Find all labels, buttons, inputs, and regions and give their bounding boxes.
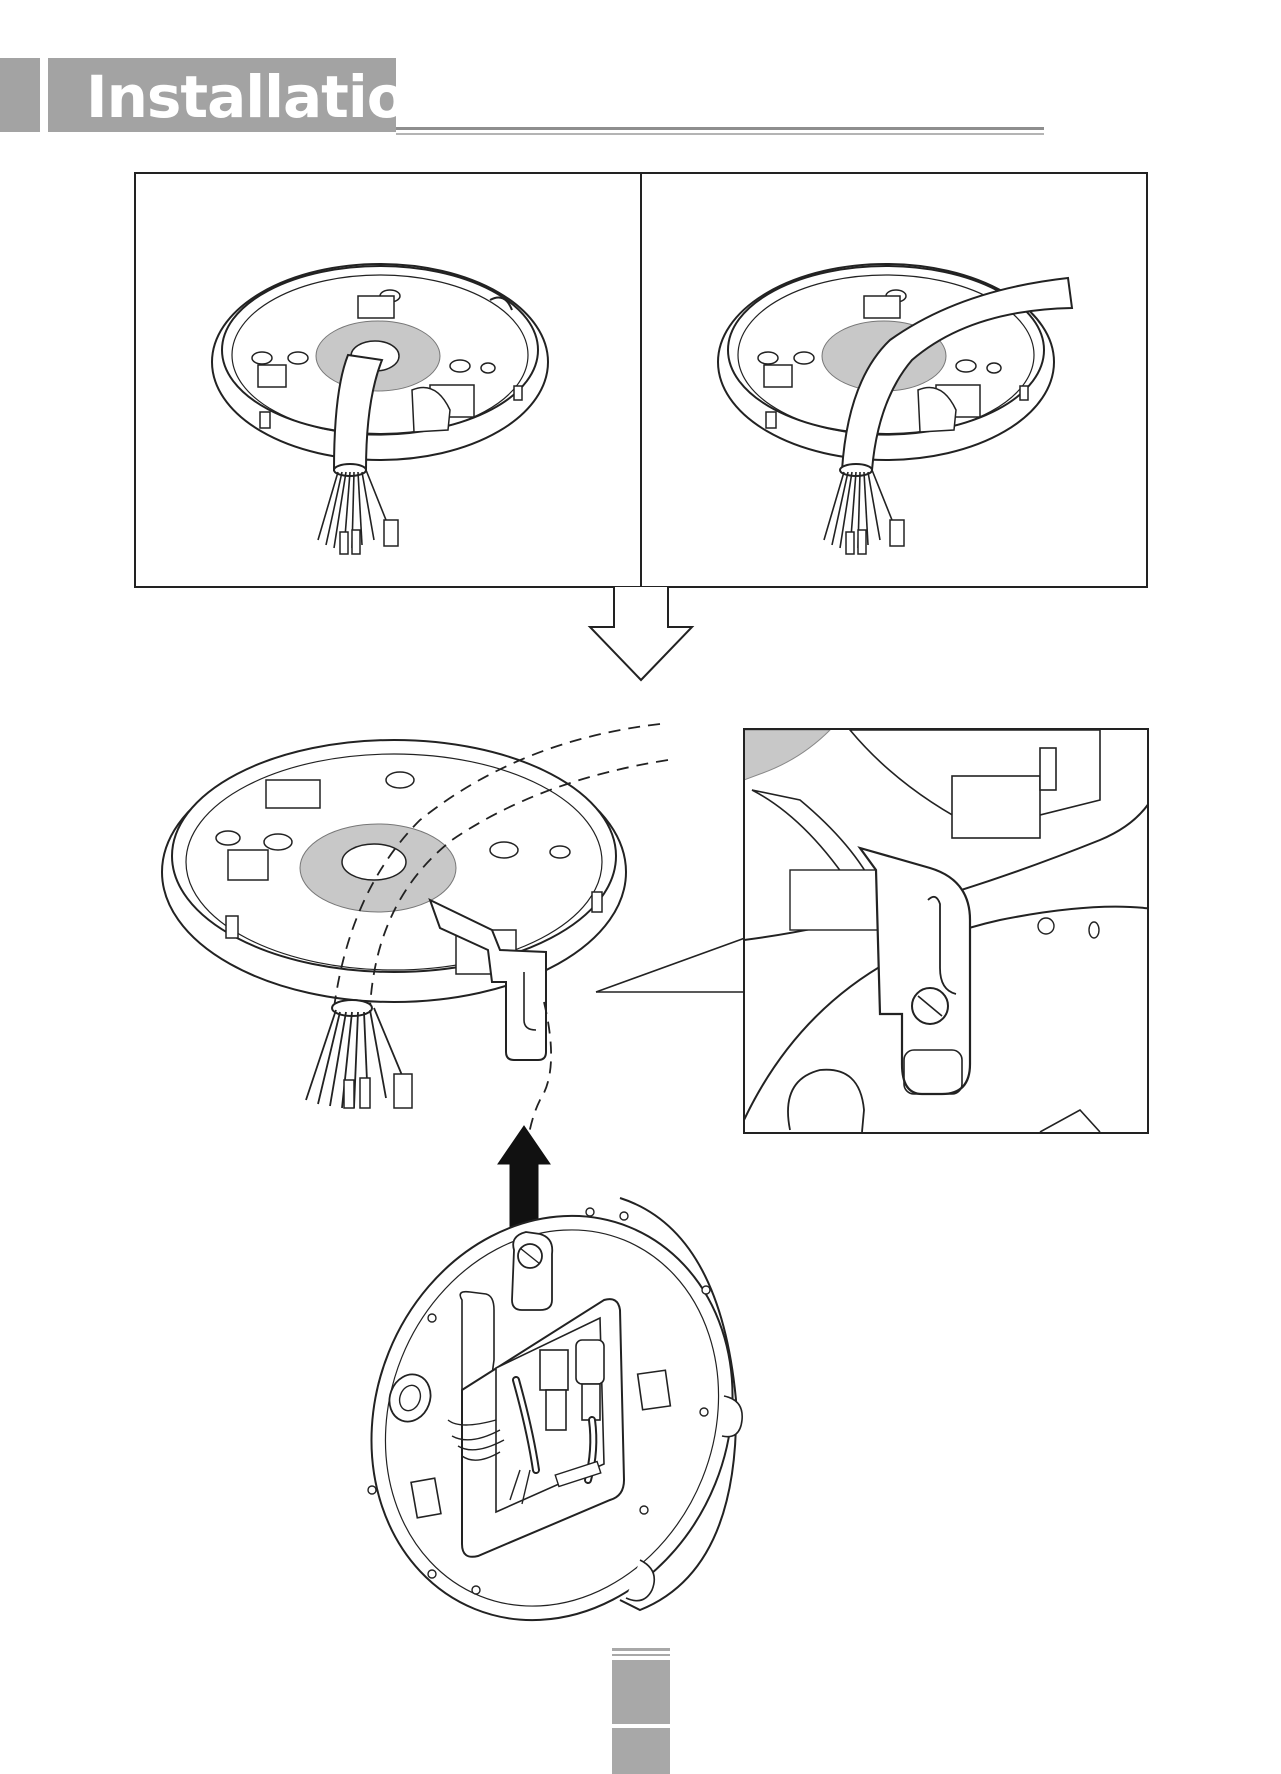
page-tab-block-lower bbox=[612, 1728, 670, 1774]
page-tab-block bbox=[612, 1660, 670, 1724]
up-arrow-icon bbox=[498, 1126, 550, 1232]
figure-middle-left bbox=[162, 724, 668, 1220]
zoom-leader bbox=[596, 938, 745, 992]
page-number-tab bbox=[612, 1648, 670, 1774]
figure-bottom bbox=[312, 1161, 793, 1675]
page-tab-rule bbox=[612, 1648, 670, 1651]
down-arrow-icon bbox=[590, 587, 692, 680]
page-tab-rule-thin bbox=[612, 1654, 670, 1656]
figure-top-left bbox=[212, 264, 548, 554]
figure-top-right bbox=[718, 264, 1072, 554]
